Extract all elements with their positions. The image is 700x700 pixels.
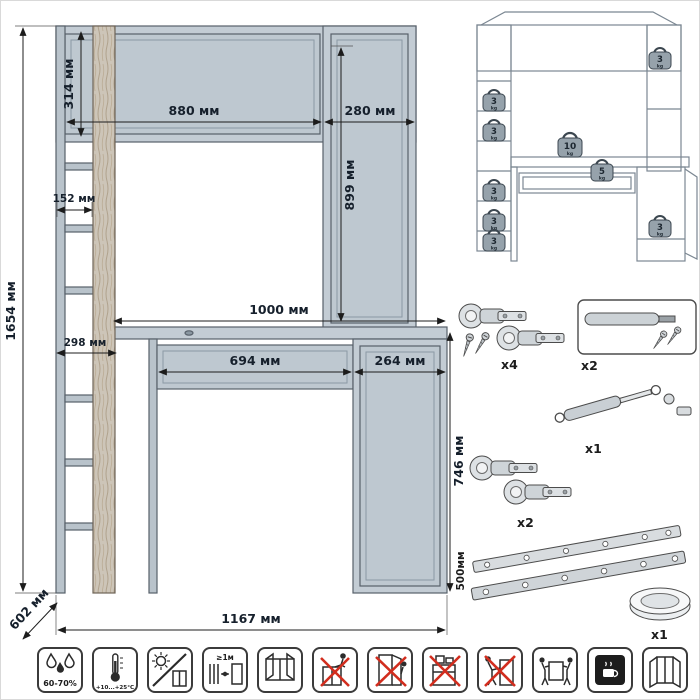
dim-drawer-width: 694 мм	[230, 353, 281, 368]
dim-hutch-height: 314 мм	[61, 59, 76, 110]
hinge-set-b-qty: x2	[517, 515, 534, 530]
svg-text:3: 3	[491, 127, 497, 137]
weight-icon: 3 kg	[482, 89, 506, 112]
no-dragging-icon	[477, 647, 523, 693]
hinge-set-a-qty: x4	[501, 357, 518, 372]
dim-hutch-right-width: 280 мм	[345, 103, 396, 118]
dim-desk-height: 746 мм	[451, 436, 466, 487]
dim-total-width: 1167 мм	[221, 611, 281, 626]
load-capacity-diagram: 3 kg 3 kg 3 kg 3 kg	[476, 11, 698, 262]
door-damper-qty: x2	[581, 358, 598, 373]
no-climbing-icon	[312, 647, 358, 693]
weight-icons: 3 kg 3 kg 3 kg 3 kg	[482, 47, 672, 252]
gas-lift-qty: x1	[585, 441, 602, 456]
desk-grommet-hole	[184, 330, 194, 336]
dim-total-height: 1654 мм	[3, 281, 18, 341]
drawer-slides	[470, 525, 687, 601]
weight-icon: 10 kg	[557, 131, 583, 158]
svg-text:kg: kg	[567, 151, 573, 157]
svg-text:3: 3	[657, 223, 663, 233]
weight-icon: 5 kg	[590, 159, 614, 182]
hinge-set-a	[458, 303, 565, 359]
dim-upper-section-height: 899 мм	[342, 160, 357, 211]
door-damper	[577, 299, 697, 355]
round-insert-qty: x1	[651, 627, 668, 642]
no-overloading-icon	[422, 647, 468, 693]
dimensioned-drawing: 1654 мм 314 мм 880 мм 280 мм 899 мм 152 …	[3, 25, 466, 640]
svg-text:5: 5	[599, 167, 605, 177]
care-icons-strip: 60-70% +10...+25°C	[37, 647, 688, 693]
dim-pedestal-width: 264 мм	[375, 353, 426, 368]
svg-text:kg: kg	[491, 106, 497, 112]
svg-text:kg: kg	[491, 136, 497, 142]
svg-text:kg: kg	[491, 246, 497, 252]
hinge-set-b	[469, 455, 572, 505]
humidity-icon: 60-70%	[37, 647, 83, 693]
svg-text:10: 10	[564, 142, 577, 152]
svg-text:3: 3	[491, 97, 497, 107]
svg-text:kg: kg	[491, 226, 497, 232]
svg-text:kg: kg	[657, 64, 663, 70]
open-doors-gently-icon	[642, 647, 688, 693]
svg-text:3: 3	[657, 55, 663, 65]
svg-text:3: 3	[491, 237, 497, 247]
no-hanging-on-doors-icon	[367, 647, 413, 693]
slides-length-label: 500мм	[455, 551, 467, 591]
weight-icon: 3 kg	[482, 229, 506, 252]
temperature-icon: +10...+25°C	[92, 647, 138, 693]
svg-text:+10...+25°C: +10...+25°C	[96, 685, 134, 690]
gas-lift	[554, 384, 692, 423]
weight-icon: 3 kg	[482, 179, 506, 202]
ventilation-icon	[257, 647, 303, 693]
dim-left-unit-width: 298 мм	[64, 337, 107, 349]
dim-depth: 602 мм	[6, 585, 52, 632]
dimension-lines	[15, 25, 454, 640]
svg-text:≥1м: ≥1м	[216, 653, 234, 662]
drawer	[156, 344, 354, 390]
svg-text:60-70%: 60-70%	[43, 679, 77, 688]
no-hot-appliances-icon	[587, 647, 633, 693]
desk-top	[110, 326, 448, 340]
upper-right-cabinet	[322, 25, 417, 332]
weight-icon: 3 kg	[648, 47, 672, 70]
svg-text:3: 3	[491, 217, 497, 227]
svg-text:kg: kg	[599, 176, 605, 182]
wood-side-panel	[92, 25, 116, 594]
heat-distance-icon: ≥1м	[202, 647, 248, 693]
pedestal-cabinet	[352, 338, 448, 594]
weight-icon: 3 kg	[482, 209, 506, 232]
weight-icon: 3 kg	[482, 119, 506, 142]
round-insert	[629, 587, 691, 621]
weight-icon: 3 kg	[648, 215, 672, 238]
svg-text:kg: kg	[657, 232, 663, 238]
carry-together-icon	[532, 647, 578, 693]
no-direct-sunlight-icon	[147, 647, 193, 693]
left-shelving	[55, 25, 94, 594]
svg-text:kg: kg	[491, 196, 497, 202]
dim-hutch-width: 880 мм	[169, 103, 220, 118]
dim-shelf-depth: 152 мм	[53, 193, 96, 205]
svg-text:3: 3	[491, 187, 497, 197]
dim-desk-width: 1000 мм	[249, 302, 309, 317]
desk-support-panel	[148, 338, 158, 594]
